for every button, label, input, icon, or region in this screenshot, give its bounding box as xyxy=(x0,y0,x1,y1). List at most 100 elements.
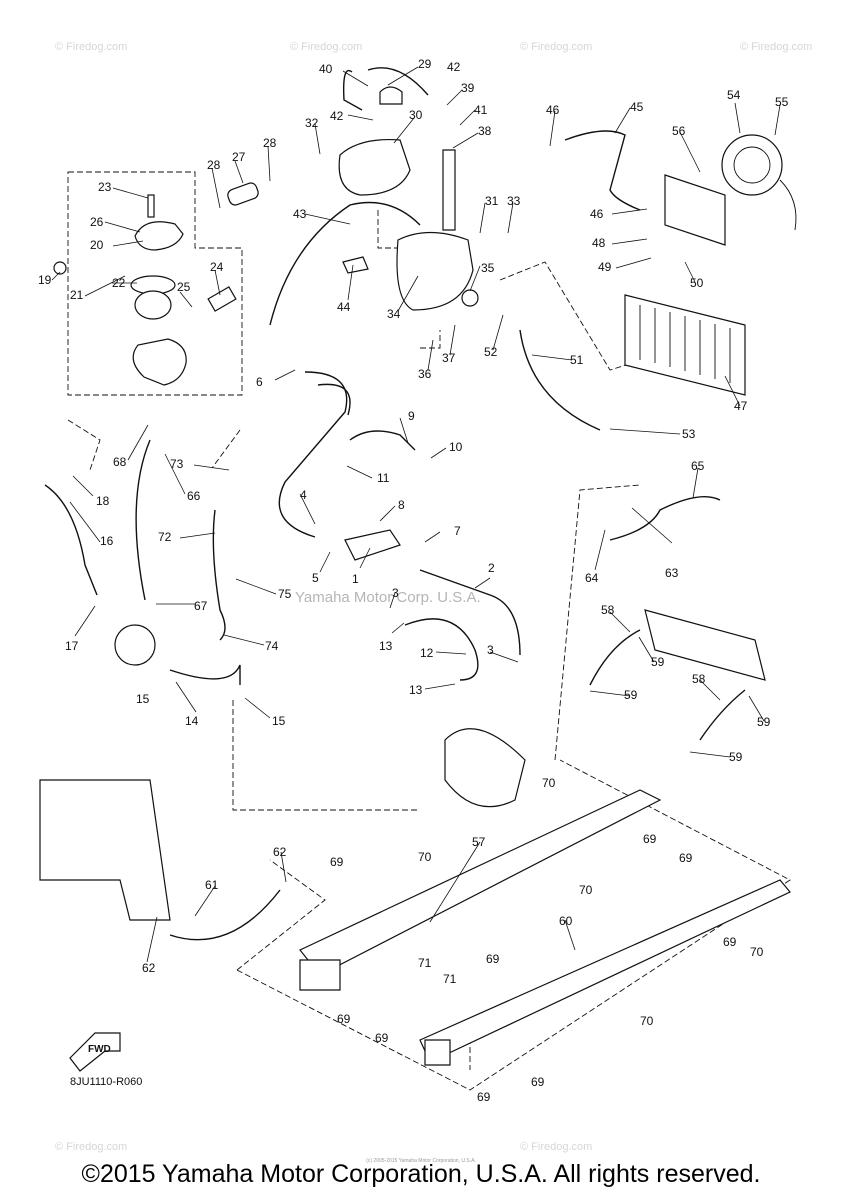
hose-6 xyxy=(317,383,351,416)
callout-27: 27 xyxy=(232,150,246,164)
reservoir-pipe-38 xyxy=(442,149,456,231)
watermark-text: © Firedog.com xyxy=(55,41,127,53)
cap-35 xyxy=(461,289,479,307)
callout-66: 66 xyxy=(187,489,201,503)
callout-73: 73 xyxy=(170,457,184,471)
callout-1: 1 xyxy=(352,572,359,586)
frame-group xyxy=(39,779,791,1066)
hose-16 xyxy=(44,484,98,596)
callout-33: 33 xyxy=(507,194,521,208)
callout-59: 59 xyxy=(729,750,743,764)
callout-57: 57 xyxy=(472,835,486,849)
fan-motor-54 xyxy=(721,134,783,196)
callout-55: 55 xyxy=(775,95,789,109)
callout-70: 70 xyxy=(640,1014,654,1028)
fwd-arrow-icon xyxy=(69,1032,121,1072)
filler-neck-30 xyxy=(338,138,411,196)
callout-13: 13 xyxy=(409,683,423,697)
callout-69: 69 xyxy=(337,1012,351,1026)
center-watermark: Yamaha Motor Corp. U.S.A. xyxy=(295,589,481,606)
breather-hose-29 xyxy=(367,67,429,96)
pipe-27 xyxy=(227,182,259,206)
rail-fitting-rear xyxy=(424,1039,451,1066)
frame-rail-outline xyxy=(236,759,791,1091)
callout-60: 60 xyxy=(559,914,573,928)
filler-cap xyxy=(379,86,403,105)
callout-67: 67 xyxy=(194,599,208,613)
callout-3: 3 xyxy=(487,643,494,657)
callout-6: 6 xyxy=(256,375,263,389)
clamp-44 xyxy=(342,256,369,274)
callout-49: 49 xyxy=(598,260,612,274)
callout-17: 17 xyxy=(65,639,79,653)
callout-3: 3 xyxy=(392,586,399,600)
callout-68: 68 xyxy=(113,455,127,469)
hose-12 xyxy=(404,618,479,681)
hose-9 xyxy=(349,430,416,451)
callout-58: 58 xyxy=(601,603,615,617)
hose-4 xyxy=(278,371,348,538)
radiator-fins xyxy=(639,305,731,383)
callout-34: 34 xyxy=(387,307,401,321)
watermark-text: © Firedog.com xyxy=(740,41,812,53)
callout-65: 65 xyxy=(691,459,705,473)
thermostat-housing-outline xyxy=(67,171,243,396)
reservoir-lead-outline xyxy=(420,330,441,349)
callout-7: 7 xyxy=(454,524,461,538)
frame-rail-57 xyxy=(299,789,662,976)
callout-69: 69 xyxy=(330,855,344,869)
temperature-sensor xyxy=(207,286,237,312)
callout-38: 38 xyxy=(478,124,492,138)
callout-labels: 1 2 3 3 4 5 6 7 8 9 10 11 12 13 13 14 15… xyxy=(38,57,789,1104)
pump-to-radiator-outline xyxy=(554,484,641,761)
assembly-outlines xyxy=(67,171,791,1091)
callout-26: 26 xyxy=(90,215,104,229)
callout-58: 58 xyxy=(692,672,706,686)
hose-58a xyxy=(589,629,641,686)
bolt-23 xyxy=(147,194,155,218)
callout-61: 61 xyxy=(205,878,219,892)
callout-42: 42 xyxy=(330,109,344,123)
callout-22: 22 xyxy=(112,276,126,290)
callout-69: 69 xyxy=(679,851,693,865)
reservoir-group xyxy=(227,67,479,326)
hose-72 xyxy=(212,509,226,641)
joint-body xyxy=(114,624,156,666)
callout-19: 19 xyxy=(38,273,52,287)
callout-46: 46 xyxy=(590,207,604,221)
callout-30: 30 xyxy=(409,108,423,122)
thermostat-cover xyxy=(134,221,184,251)
callout-14: 14 xyxy=(185,714,199,728)
front-frame xyxy=(39,779,171,921)
callout-15: 15 xyxy=(272,714,286,728)
callout-24: 24 xyxy=(210,260,224,274)
callout-2: 2 xyxy=(488,561,495,575)
callout-4: 4 xyxy=(300,488,307,502)
callout-25: 25 xyxy=(177,280,191,294)
callout-46: 46 xyxy=(546,103,560,117)
callout-44: 44 xyxy=(337,300,351,314)
water-pump xyxy=(444,728,526,808)
callout-39: 39 xyxy=(461,81,475,95)
callout-23: 23 xyxy=(98,180,112,194)
callout-47: 47 xyxy=(734,399,748,413)
callout-74: 74 xyxy=(265,639,279,653)
rear-radiator-pipe xyxy=(644,609,766,681)
hose-66 xyxy=(135,439,151,601)
callout-62: 62 xyxy=(273,845,287,859)
callout-52: 52 xyxy=(484,345,498,359)
callout-29: 29 xyxy=(418,57,432,71)
callout-12: 12 xyxy=(420,646,434,660)
thermostat-valve xyxy=(134,290,172,320)
frame-rail-60 xyxy=(419,879,791,1063)
callout-42: 42 xyxy=(447,60,461,74)
callout-69: 69 xyxy=(375,1031,389,1045)
watermark-text: © Firedog.com xyxy=(55,1141,127,1153)
callout-56: 56 xyxy=(672,124,686,138)
callout-36: 36 xyxy=(418,367,432,381)
hose-72-outline xyxy=(211,429,241,469)
callout-59: 59 xyxy=(757,715,771,729)
callout-72: 72 xyxy=(158,530,172,544)
callout-18: 18 xyxy=(96,494,110,508)
